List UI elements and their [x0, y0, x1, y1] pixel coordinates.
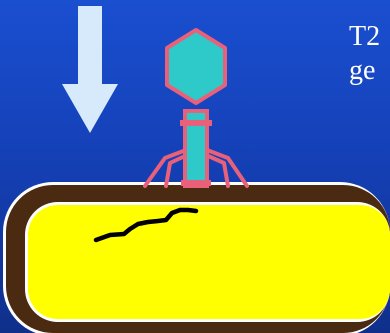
- caption-line-1: T2: [349, 20, 380, 54]
- slide-caption: T2 ge: [349, 20, 380, 88]
- phage-collar: [180, 120, 212, 126]
- caption-line-2: ge: [349, 54, 380, 88]
- cytoplasm: [28, 205, 390, 319]
- down-arrow-icon: [62, 6, 118, 133]
- phage-head: [167, 30, 225, 103]
- bacterial-cell-icon: [3, 182, 390, 333]
- phage-baseplate: [181, 180, 211, 186]
- bacteriophage-icon: [145, 30, 247, 186]
